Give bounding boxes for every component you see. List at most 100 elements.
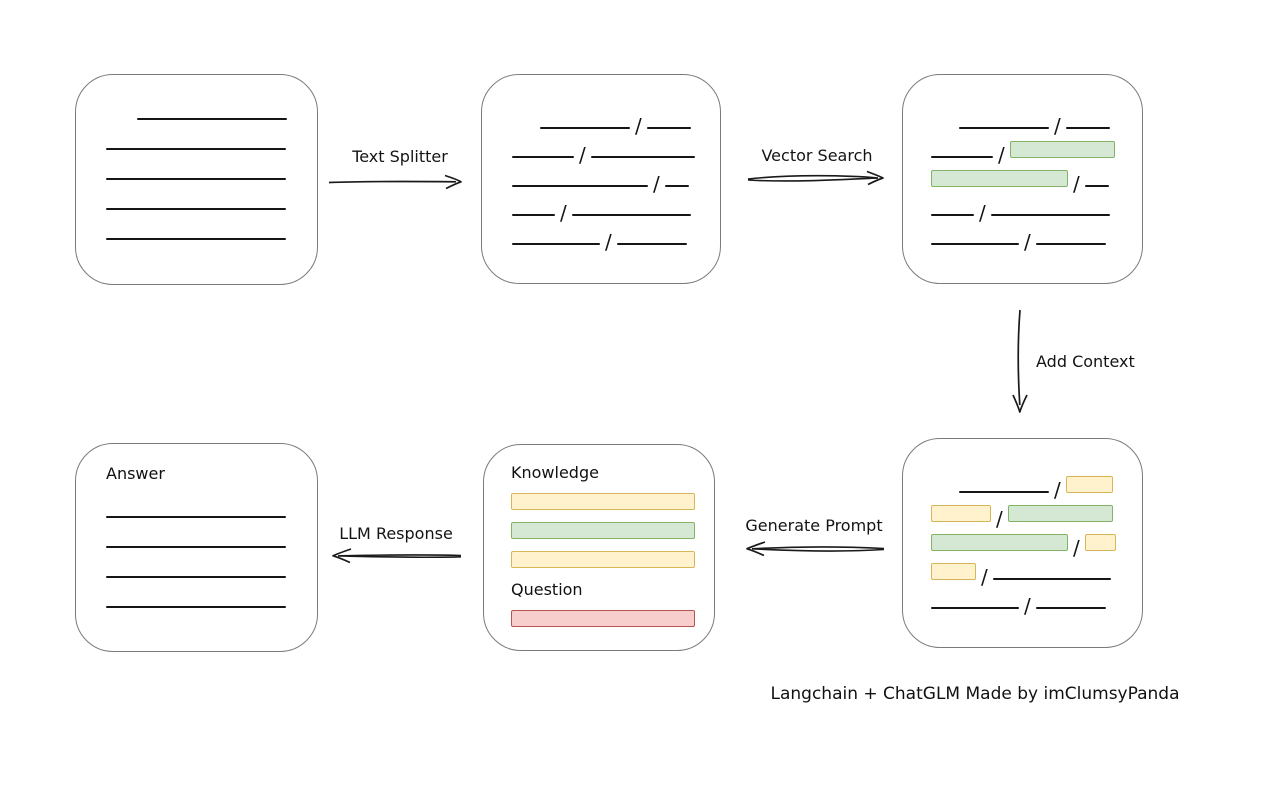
segment-row: [106, 102, 317, 120]
segment-row: /: [512, 169, 720, 196]
text-line: [616, 243, 687, 245]
text-line: [931, 243, 1019, 245]
text-line: [106, 516, 286, 518]
text-line: [664, 185, 689, 187]
green-chunk-chip: [1009, 141, 1115, 158]
segment-row: [106, 590, 317, 608]
retrieved-chunks-box: / / / / /: [902, 74, 1143, 284]
answer-box: Answer: [75, 443, 318, 652]
text-line: [992, 578, 1111, 580]
chunk-rows: / / / / /: [512, 111, 720, 254]
text-line: [106, 606, 286, 608]
vector-search-arrow: [747, 170, 884, 186]
segment-row: /: [512, 227, 720, 254]
credit-caption: Langchain + ChatGLM Made by imClumsyPand…: [770, 684, 1180, 704]
yellow-bar: [511, 493, 695, 510]
chunks-box: / / / / /: [481, 74, 721, 284]
segment-row: [106, 222, 317, 240]
text-line: [990, 214, 1110, 216]
text-line: [540, 127, 630, 129]
knowledge-bars: [511, 493, 714, 568]
text-line: [590, 156, 695, 158]
document-lines: [106, 102, 317, 240]
segment-row: /: [931, 198, 1142, 225]
text-line: [931, 214, 974, 216]
segment-row: /: [931, 227, 1142, 254]
text-line: [106, 576, 286, 578]
segment-row: /: [931, 475, 1142, 500]
add-context-label: Add Context: [1036, 352, 1135, 371]
segment-row: /: [512, 140, 720, 167]
red-bar: [511, 610, 695, 627]
text-line: [106, 148, 286, 150]
text-line: [1084, 185, 1109, 187]
question-label: Question: [511, 580, 583, 599]
generate-prompt-arrow: [746, 541, 885, 557]
segment-row: [106, 530, 317, 548]
green-chunk-chip: [931, 170, 1068, 187]
yellow-chunk-chip: [1084, 534, 1116, 551]
yellow-chunk-chip: [931, 505, 991, 522]
prompt-box: Knowledge Question: [483, 444, 715, 651]
text-line: [931, 607, 1019, 609]
slash-separator: /: [1073, 172, 1080, 196]
slash-separator: /: [998, 143, 1005, 167]
llm-response-arrow: [332, 548, 462, 564]
text-line: [106, 178, 286, 180]
slash-separator: /: [1024, 594, 1031, 618]
text-splitter-label: Text Splitter: [352, 147, 448, 166]
green-chunk-chip: [931, 534, 1068, 551]
answer-label: Answer: [106, 464, 165, 483]
text-line: [106, 238, 286, 240]
generate-prompt-label: Generate Prompt: [745, 516, 883, 535]
slash-separator: /: [605, 230, 612, 254]
text-line: [571, 214, 691, 216]
slash-separator: /: [979, 201, 986, 225]
context-chunk-rows: /////: [931, 475, 1142, 618]
green-bar: [511, 522, 695, 539]
context-box: /////: [902, 438, 1143, 648]
text-line: [1035, 243, 1106, 245]
text-line: [512, 214, 555, 216]
yellow-bar: [511, 551, 695, 568]
vector-search-label: Vector Search: [761, 146, 873, 165]
segment-row: [106, 500, 317, 518]
slash-separator: /: [635, 114, 642, 138]
text-line: [931, 156, 993, 158]
segment-row: /: [931, 140, 1142, 167]
text-line: [106, 208, 286, 210]
segment-row: /: [512, 111, 720, 138]
slash-separator: /: [1024, 230, 1031, 254]
slash-separator: /: [1054, 114, 1061, 138]
slash-separator: /: [579, 143, 586, 167]
text-line: [959, 127, 1049, 129]
text-line: [512, 243, 600, 245]
slash-separator: /: [653, 172, 660, 196]
text-line: [512, 156, 574, 158]
slash-separator: /: [1073, 536, 1080, 560]
retrieved-chunk-rows: / / / / /: [931, 111, 1142, 254]
slash-separator: /: [981, 565, 988, 589]
green-chunk-chip: [1007, 505, 1113, 522]
knowledge-label: Knowledge: [511, 463, 599, 482]
segment-row: /: [931, 562, 1142, 589]
segment-row: /: [931, 533, 1142, 560]
text-line: [512, 185, 648, 187]
document-box: [75, 74, 318, 285]
text-line: [1065, 127, 1110, 129]
segment-row: [106, 192, 317, 210]
segment-row: /: [931, 169, 1142, 196]
yellow-chunk-chip: [931, 563, 976, 580]
text-line: [106, 546, 286, 548]
segment-row: /: [931, 591, 1142, 618]
slash-separator: /: [560, 201, 567, 225]
text-line: [137, 118, 287, 120]
segment-row: [106, 132, 317, 150]
segment-row: /: [931, 111, 1142, 138]
segment-row: [106, 162, 317, 180]
segment-row: [106, 560, 317, 578]
answer-lines: [106, 500, 317, 608]
yellow-chunk-chip: [1065, 476, 1113, 493]
add-context-arrow: [1012, 309, 1028, 413]
